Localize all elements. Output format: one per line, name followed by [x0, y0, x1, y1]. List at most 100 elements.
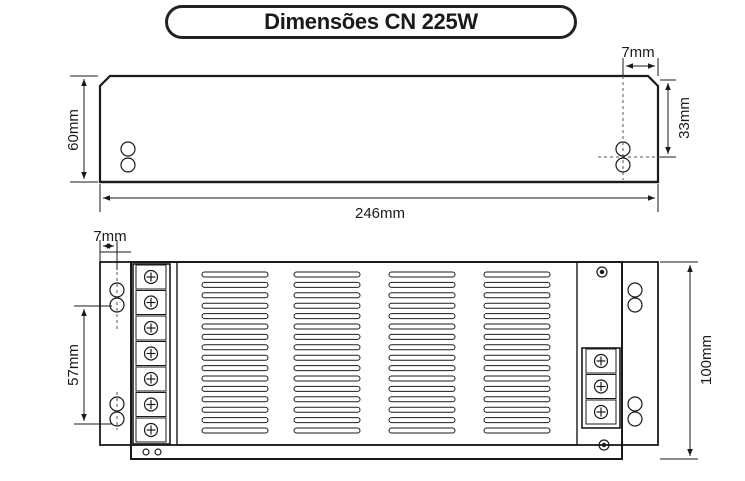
vent-slot — [388, 344, 456, 351]
vent-slot — [483, 375, 551, 382]
vent-slot — [483, 344, 551, 351]
vent-slot — [483, 385, 551, 392]
vent-slot — [388, 281, 456, 288]
vent-slot — [293, 385, 361, 392]
vent-slot — [388, 271, 456, 278]
screw-top — [596, 266, 608, 278]
terminal-screw — [135, 264, 167, 290]
vent-slot — [293, 292, 361, 299]
vent-slot — [483, 271, 551, 278]
dim-width: 100mm — [660, 261, 715, 460]
vent-slot — [388, 292, 456, 299]
vent-slot — [483, 292, 551, 299]
vent-slot — [293, 302, 361, 309]
vent-slot — [388, 333, 456, 340]
vent-slot — [483, 417, 551, 424]
vent-slot — [388, 375, 456, 382]
vent-slot — [293, 406, 361, 413]
vent-slot — [293, 281, 361, 288]
vent-slot — [201, 281, 269, 288]
vent-slot — [483, 302, 551, 309]
terminal-screw — [135, 417, 167, 443]
vent-slots — [201, 271, 551, 434]
vent-slot — [201, 417, 269, 424]
vent-slot — [483, 323, 551, 330]
dim-length: 246mm — [99, 184, 659, 222]
vent-slot — [388, 323, 456, 330]
dim-top-hole-spacing: 57mm — [65, 305, 112, 425]
vent-slot — [388, 406, 456, 413]
vent-slot — [201, 375, 269, 382]
vent-slot — [483, 365, 551, 372]
vent-slot — [483, 427, 551, 434]
screw-bottom — [598, 439, 610, 451]
vent-slot — [201, 344, 269, 351]
terminal-screw — [135, 392, 167, 417]
vent-slot — [483, 333, 551, 340]
vent-slot — [483, 281, 551, 288]
dim-top-hole-spacing-label: 57mm — [65, 344, 82, 386]
dim-side-hole-height: 33mm — [660, 79, 693, 158]
vent-slot — [388, 427, 456, 434]
vent-slot — [201, 396, 269, 403]
right-terminal-block — [581, 347, 621, 429]
vent-slot — [388, 365, 456, 372]
dim-length-label: 246mm — [355, 205, 405, 222]
side-view-body — [98, 74, 660, 184]
top-mount-slot-right-upper — [627, 282, 643, 313]
vent-slot — [293, 313, 361, 320]
vent-slot — [388, 396, 456, 403]
vent-slot — [293, 417, 361, 424]
terminal-screw — [135, 366, 167, 392]
vent-slot — [483, 396, 551, 403]
dim-top-hole-offset-label: 7mm — [93, 228, 126, 245]
vent-slot — [388, 417, 456, 424]
vent-slot — [293, 333, 361, 340]
side-view — [98, 74, 670, 184]
vent-slot — [201, 406, 269, 413]
left-terminal-block — [132, 263, 171, 445]
terminal-screw — [585, 348, 617, 374]
vent-slot — [388, 313, 456, 320]
vent-slot — [388, 385, 456, 392]
terminal-screw — [585, 399, 617, 425]
vent-slot — [201, 427, 269, 434]
vent-panel — [176, 261, 578, 446]
indicator-led-1 — [142, 448, 150, 456]
vent-slot — [201, 354, 269, 361]
vent-slot — [201, 292, 269, 299]
dim-side-height: 60mm — [65, 75, 98, 183]
vent-slot — [483, 406, 551, 413]
title-text: Dimensões CN 225W — [264, 9, 478, 34]
terminal-screw — [135, 341, 167, 366]
vent-slot — [388, 302, 456, 309]
vent-slot — [201, 323, 269, 330]
dim-top-hole-offset: 7mm — [93, 228, 127, 270]
vent-slot — [388, 354, 456, 361]
terminal-screw — [135, 315, 167, 341]
vent-slot — [293, 365, 361, 372]
side-mount-slot-left — [120, 141, 136, 173]
dim-width-label: 100mm — [698, 335, 715, 385]
vent-slot — [201, 302, 269, 309]
indicator-led-2 — [154, 448, 162, 456]
vent-slot — [483, 313, 551, 320]
vent-slot — [293, 396, 361, 403]
vent-slot — [293, 427, 361, 434]
vent-slot — [293, 354, 361, 361]
top-view-base-plate — [99, 261, 659, 446]
terminal-screw — [585, 374, 617, 399]
terminal-screw — [135, 290, 167, 315]
vent-slot — [293, 323, 361, 330]
top-view — [99, 251, 659, 460]
dim-side-height-label: 60mm — [65, 109, 82, 151]
vent-slot — [293, 344, 361, 351]
dim-side-hole-offset-label: 7mm — [621, 44, 654, 61]
vent-slot — [201, 385, 269, 392]
vent-slot — [201, 271, 269, 278]
vent-slot — [201, 333, 269, 340]
vent-slot — [293, 271, 361, 278]
dim-side-hole-offset: 7mm — [621, 44, 659, 76]
dim-side-hole-height-label: 33mm — [676, 97, 693, 139]
